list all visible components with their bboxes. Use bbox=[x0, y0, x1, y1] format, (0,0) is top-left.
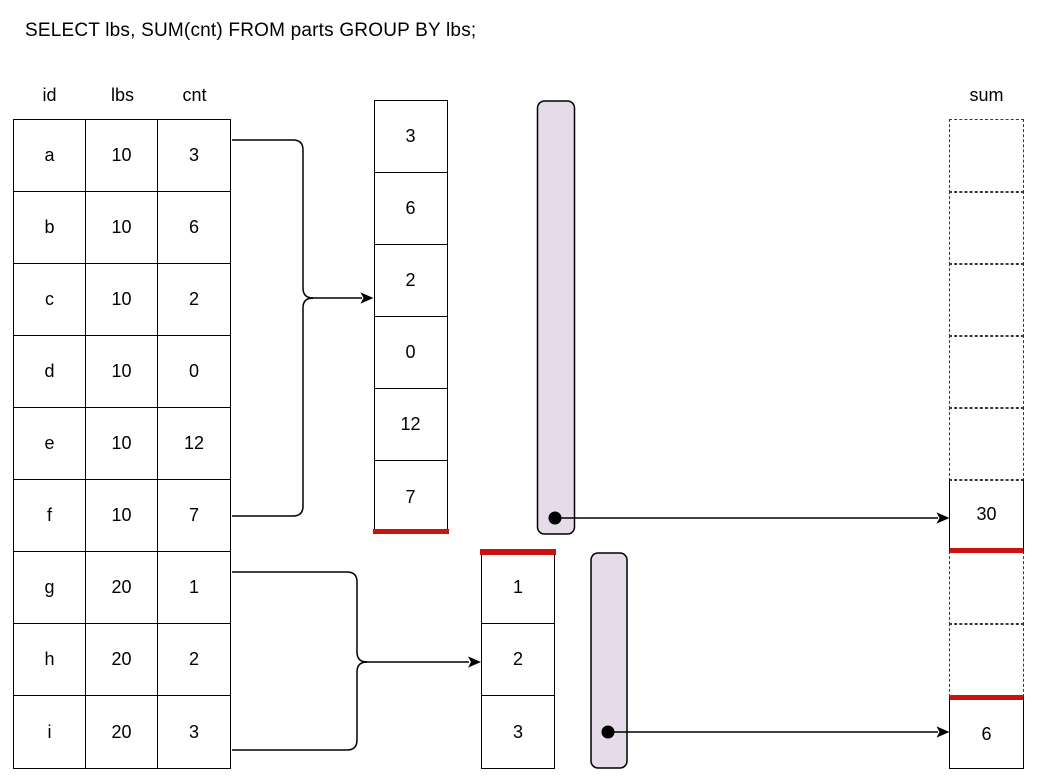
arrowhead-group-20 bbox=[468, 656, 481, 668]
cell-cnt: 3 bbox=[188, 721, 199, 742]
cell-id: b bbox=[14, 192, 86, 264]
cell-cnt: 3 bbox=[158, 120, 230, 192]
cell-cnt: 2 bbox=[158, 624, 230, 696]
cnt-cell: 6 bbox=[374, 173, 447, 245]
cnt-cell: 12 bbox=[374, 389, 447, 461]
cnt-cell: 0 bbox=[374, 317, 447, 389]
cell-id: g bbox=[14, 552, 86, 624]
sum-cell-group-10: 30 bbox=[949, 479, 1024, 553]
column-header-lbs: lbs bbox=[110, 84, 134, 105]
cnt-cell: 3 bbox=[512, 721, 523, 742]
group-10-aggregator-bar bbox=[536, 100, 576, 535]
cell-lbs: 20 bbox=[86, 696, 158, 768]
arrowhead-group-10-to-sum bbox=[936, 512, 950, 524]
sum-cell-empty bbox=[949, 407, 1024, 481]
sum-cell-empty bbox=[949, 119, 1024, 193]
cell-cnt: 6 bbox=[158, 192, 230, 264]
sum-result-column: 30 6 bbox=[949, 119, 1024, 771]
brace-group-10-lower bbox=[232, 297, 314, 517]
cnt-cell: 2 bbox=[374, 245, 447, 317]
brace-group-20-lower bbox=[232, 661, 368, 751]
group-10-pointer-dot bbox=[548, 511, 562, 525]
column-header-cnt: cnt bbox=[182, 84, 207, 105]
sum-cell-empty bbox=[949, 623, 1024, 697]
cell-lbs: 10 bbox=[86, 120, 158, 192]
cnt-cell: 7 bbox=[405, 486, 416, 507]
cell-lbs: 20 bbox=[86, 624, 158, 696]
group-20-cnt-stack: 1 2 3 bbox=[481, 551, 555, 769]
cell-cnt: 0 bbox=[158, 336, 230, 408]
cell-id: c bbox=[14, 264, 86, 336]
cell-cnt: 7 bbox=[158, 480, 230, 552]
sum-cell-empty bbox=[949, 191, 1024, 265]
sum-cell-group-20: 6 bbox=[949, 695, 1024, 769]
cell-id: d bbox=[14, 336, 86, 408]
brace-group-10-upper bbox=[232, 139, 314, 299]
sum-cell-empty bbox=[949, 335, 1024, 409]
cell-cnt: 12 bbox=[158, 408, 230, 480]
column-header-sum: sum bbox=[969, 84, 1004, 105]
arrowhead-group-20-to-sum bbox=[936, 726, 950, 738]
cnt-cell: 3 bbox=[374, 101, 447, 173]
group-20-pointer-dot bbox=[601, 725, 615, 739]
sum-cell-empty bbox=[949, 551, 1024, 625]
cnt-cell: 2 bbox=[482, 624, 554, 696]
sql-query-text: SELECT lbs, SUM(cnt) FROM parts GROUP BY… bbox=[25, 20, 477, 41]
cell-lbs: 10 bbox=[86, 408, 158, 480]
group-20-aggregator-bar bbox=[590, 552, 628, 769]
cell-id: a bbox=[14, 120, 86, 192]
cell-id: h bbox=[14, 624, 86, 696]
arrowhead-group-10 bbox=[360, 292, 374, 304]
cell-lbs: 10 bbox=[86, 264, 158, 336]
group-10-sum-marker bbox=[372, 528, 449, 534]
cell-cnt: 1 bbox=[158, 552, 230, 624]
group-20-sum-marker bbox=[480, 549, 556, 555]
group-10-cnt-stack: 3 6 2 0 12 7 bbox=[373, 100, 448, 534]
brace-group-20-upper bbox=[232, 571, 368, 663]
sum-cell-empty bbox=[949, 263, 1024, 337]
cell-id: e bbox=[14, 408, 86, 480]
column-header-id: id bbox=[42, 84, 57, 105]
cell-id: i bbox=[14, 696, 86, 768]
cell-id: f bbox=[14, 480, 86, 552]
cell-lbs: 10 bbox=[86, 480, 158, 552]
cnt-cell: 1 bbox=[482, 552, 554, 624]
cell-lbs: 10 bbox=[86, 336, 158, 408]
cell-lbs: 20 bbox=[86, 552, 158, 624]
cell-cnt: 2 bbox=[158, 264, 230, 336]
cell-lbs: 10 bbox=[86, 192, 158, 264]
parts-table: a 10 3 b 10 6 c 10 2 d 10 0 e 10 12 f 10… bbox=[13, 119, 231, 769]
